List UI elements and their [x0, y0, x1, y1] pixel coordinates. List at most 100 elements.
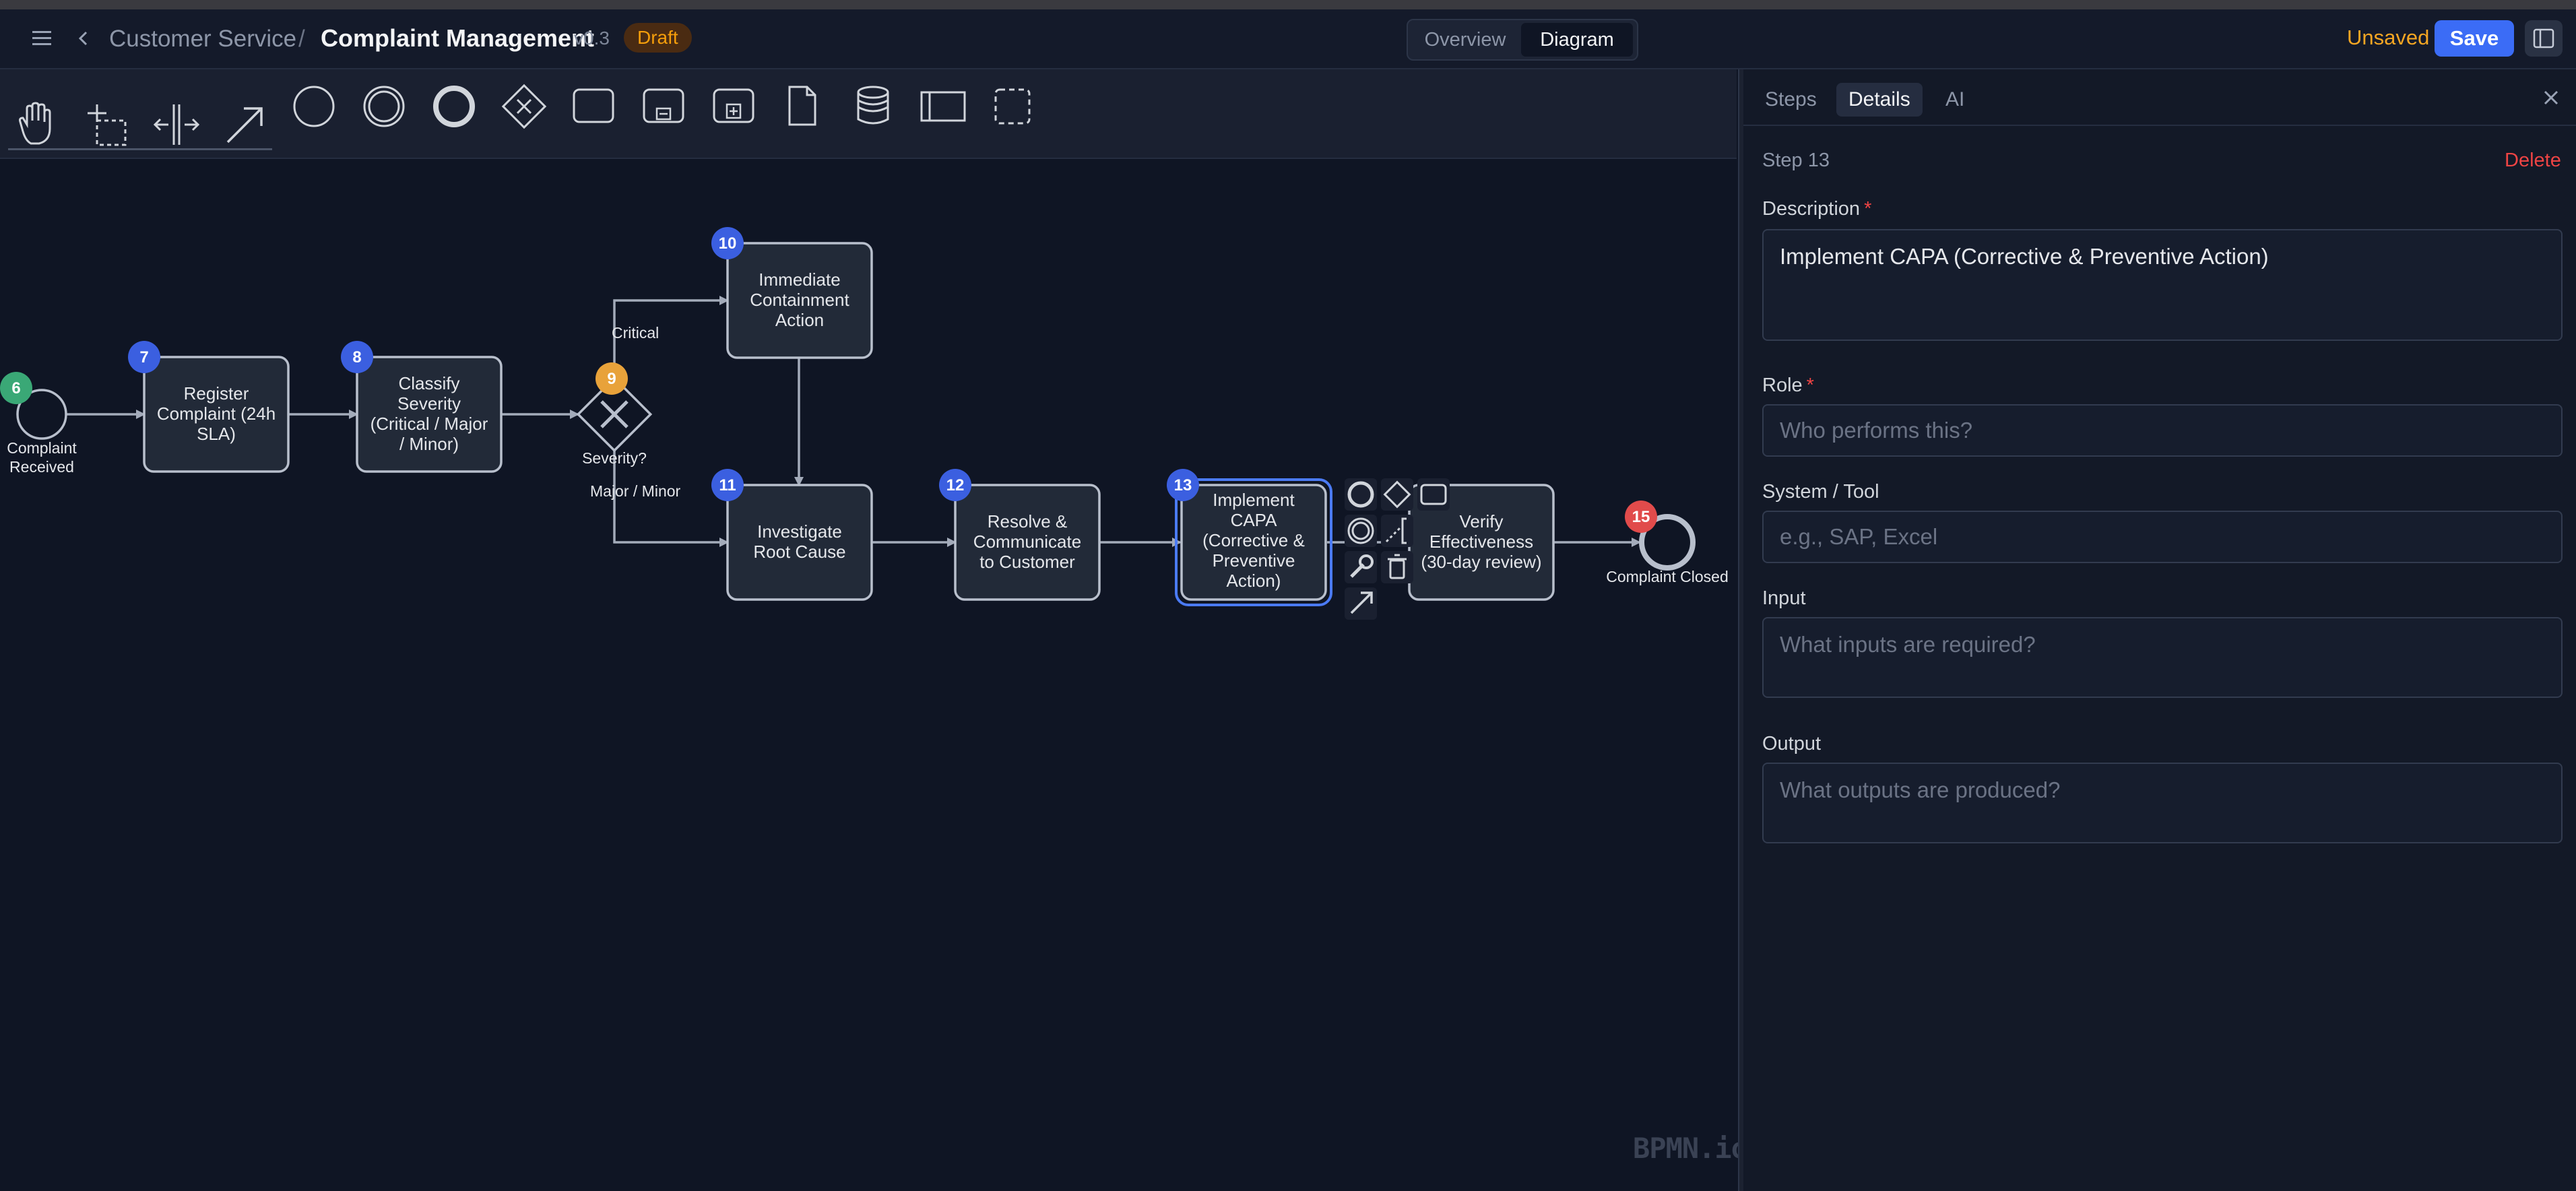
delete-step-button[interactable]: Delete	[2505, 150, 2561, 171]
step-badge-13: 13	[1167, 469, 1199, 501]
svg-text:15: 15	[1632, 508, 1650, 526]
step-badge-8: 8	[341, 341, 373, 373]
window-top-strip	[0, 0, 2576, 9]
close-icon[interactable]	[2541, 88, 2561, 108]
task-tool[interactable]	[573, 88, 614, 123]
group-tool[interactable]	[994, 88, 1031, 125]
tab-overview[interactable]: Overview	[1424, 29, 1506, 51]
version-label: v0.3	[574, 28, 610, 49]
input-field[interactable]	[1762, 617, 2563, 698]
palette-section-divider	[8, 148, 272, 150]
step-badges: 6 7 8 9 10 11 12 13 15	[0, 227, 1657, 533]
panel-toggle-button[interactable]	[2525, 20, 2563, 57]
context-pad	[1345, 478, 1450, 620]
description-field[interactable]: Implement CAPA (Corrective & Preventive …	[1762, 229, 2563, 341]
append-intermediate-event-icon[interactable]	[1345, 515, 1377, 547]
intermediate-event-tool[interactable]	[363, 86, 405, 127]
step-number-label: Step 13	[1762, 150, 1830, 171]
subprocess-collapsed-tool[interactable]	[643, 88, 684, 123]
status-badge: Draft	[624, 23, 692, 53]
tool-palette	[0, 69, 1737, 159]
flow-9-11[interactable]	[613, 451, 729, 547]
step-badge-7: 7	[128, 341, 160, 373]
append-task-icon[interactable]	[1417, 478, 1450, 511]
subprocess-expanded-tool[interactable]	[713, 88, 754, 123]
role-label: Role*	[1762, 375, 1814, 396]
start-event-tool[interactable]	[293, 86, 335, 127]
step-badge-9: 9	[595, 362, 628, 395]
output-label: Output	[1762, 733, 1822, 754]
view-switcher: Overview Diagram	[1407, 19, 1638, 61]
data-object-tool[interactable]	[788, 86, 816, 126]
connect-tool-icon[interactable]	[226, 107, 263, 143]
tab-ai[interactable]: AI	[1945, 88, 1965, 110]
role-field[interactable]	[1762, 404, 2563, 457]
space-tool-icon[interactable]	[153, 104, 200, 145]
breadcrumb-separator: /	[298, 26, 305, 52]
wrench-icon[interactable]	[1345, 551, 1377, 583]
sidebar-panel-icon	[2533, 28, 2554, 49]
node-label: Severity?	[582, 449, 647, 467]
svg-text:10: 10	[719, 234, 737, 253]
svg-text:11: 11	[719, 476, 736, 494]
app-header: Customer Service / Complaint Management …	[0, 9, 2576, 69]
annotation-icon[interactable]	[1381, 515, 1413, 547]
svg-text:6: 6	[11, 379, 20, 397]
tab-steps[interactable]: Steps	[1765, 88, 1817, 110]
trash-icon[interactable]	[1381, 551, 1413, 583]
panel-resize-handle[interactable]	[1738, 69, 1743, 1191]
append-gateway-icon[interactable]	[1381, 478, 1413, 511]
gateway-severity[interactable]: Severity?	[576, 376, 653, 467]
flow-9-10[interactable]	[613, 296, 729, 378]
input-label: Input	[1762, 587, 1806, 609]
step-badge-10: 10	[711, 227, 744, 259]
lasso-tool-icon[interactable]	[88, 104, 127, 146]
svg-text:9: 9	[607, 370, 616, 388]
step-badge-12: 12	[939, 469, 971, 501]
tab-details[interactable]: Details	[1836, 83, 1923, 117]
node-label: Complaint Closed	[1606, 568, 1729, 585]
system-tool-label: System / Tool	[1762, 481, 1879, 503]
unsaved-indicator: Unsaved	[2347, 26, 2430, 49]
menu-icon[interactable]	[30, 27, 55, 50]
tab-diagram[interactable]: Diagram	[1521, 23, 1633, 57]
system-tool-field[interactable]	[1762, 511, 2563, 563]
hand-tool-icon[interactable]	[19, 102, 51, 145]
panel-tabs: Steps Details AI	[1743, 69, 2576, 126]
edge-label-major-minor[interactable]: Major / Minor	[590, 482, 681, 500]
bpmn-io-watermark[interactable]: BPMN.io	[1633, 1132, 1748, 1165]
svg-text:8: 8	[352, 348, 361, 366]
gateway-tool[interactable]	[501, 84, 547, 129]
svg-text:12: 12	[946, 476, 965, 494]
append-end-event-icon[interactable]	[1345, 478, 1377, 511]
save-button[interactable]: Save	[2435, 20, 2514, 57]
pool-tool[interactable]	[920, 91, 966, 122]
data-store-tool[interactable]	[857, 86, 889, 125]
end-event-tool[interactable]	[433, 86, 475, 127]
back-chevron-icon[interactable]	[74, 27, 93, 50]
edge-label-critical[interactable]: Critical	[612, 324, 659, 342]
breadcrumb-parent[interactable]: Customer Service	[109, 26, 297, 52]
output-field[interactable]	[1762, 763, 2563, 843]
connect-arrow-icon[interactable]	[1345, 587, 1377, 620]
end-event-complaint-closed[interactable]: Complaint Closed	[1606, 514, 1729, 585]
page-title: Complaint Management	[321, 24, 595, 52]
description-label: Description*	[1762, 198, 1872, 220]
